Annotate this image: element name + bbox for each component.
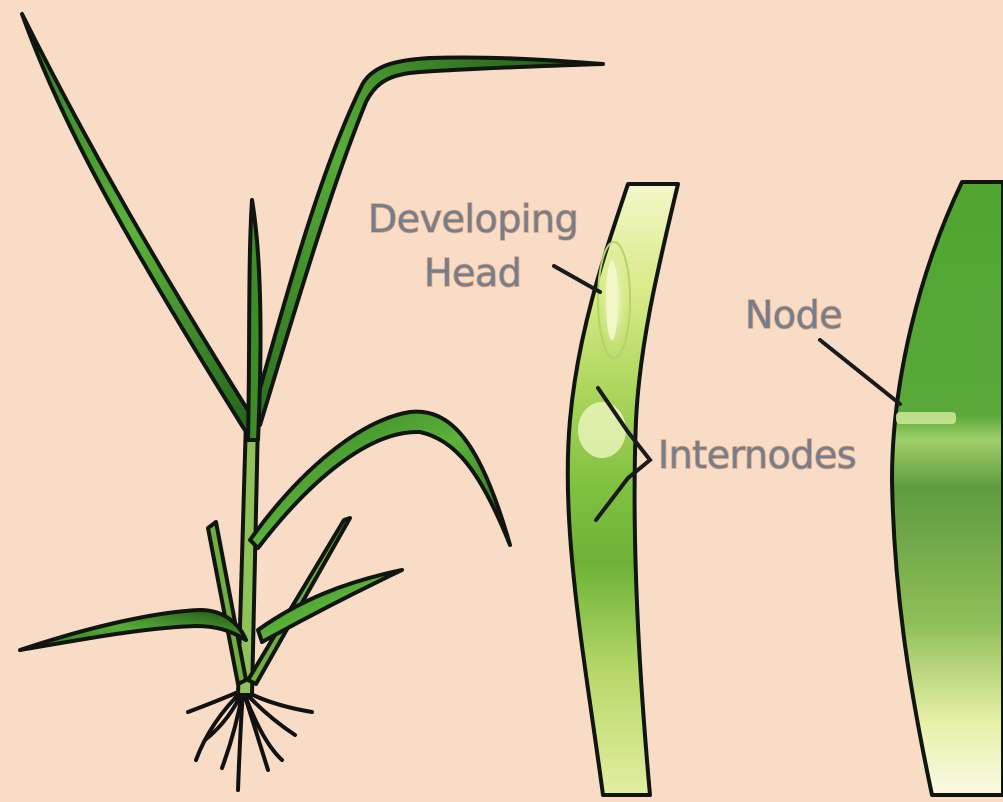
leader-developing-head (554, 266, 600, 292)
leaf-flag (254, 57, 603, 425)
label-internodes: Internodes (658, 433, 856, 477)
leaf-center-upright (248, 200, 260, 440)
leaf-upper-left (22, 14, 255, 434)
wheat-plant (20, 14, 603, 790)
label-developing-line1: Developing (368, 197, 578, 241)
label-node: Node (745, 293, 842, 337)
stem-node-outline (892, 182, 1003, 795)
stem-section-developing (568, 184, 678, 795)
leader-node (820, 340, 900, 404)
leaf-lower-right (258, 570, 402, 642)
stem-section-node (892, 182, 1003, 795)
label-developing-line2: Head (424, 251, 521, 295)
leaf-lower-left (20, 610, 246, 650)
stem-node-bulge (578, 402, 626, 458)
node-band (896, 412, 956, 424)
leaf-arching-right (250, 412, 510, 548)
developing-head-core (606, 260, 618, 340)
roots (188, 690, 312, 790)
